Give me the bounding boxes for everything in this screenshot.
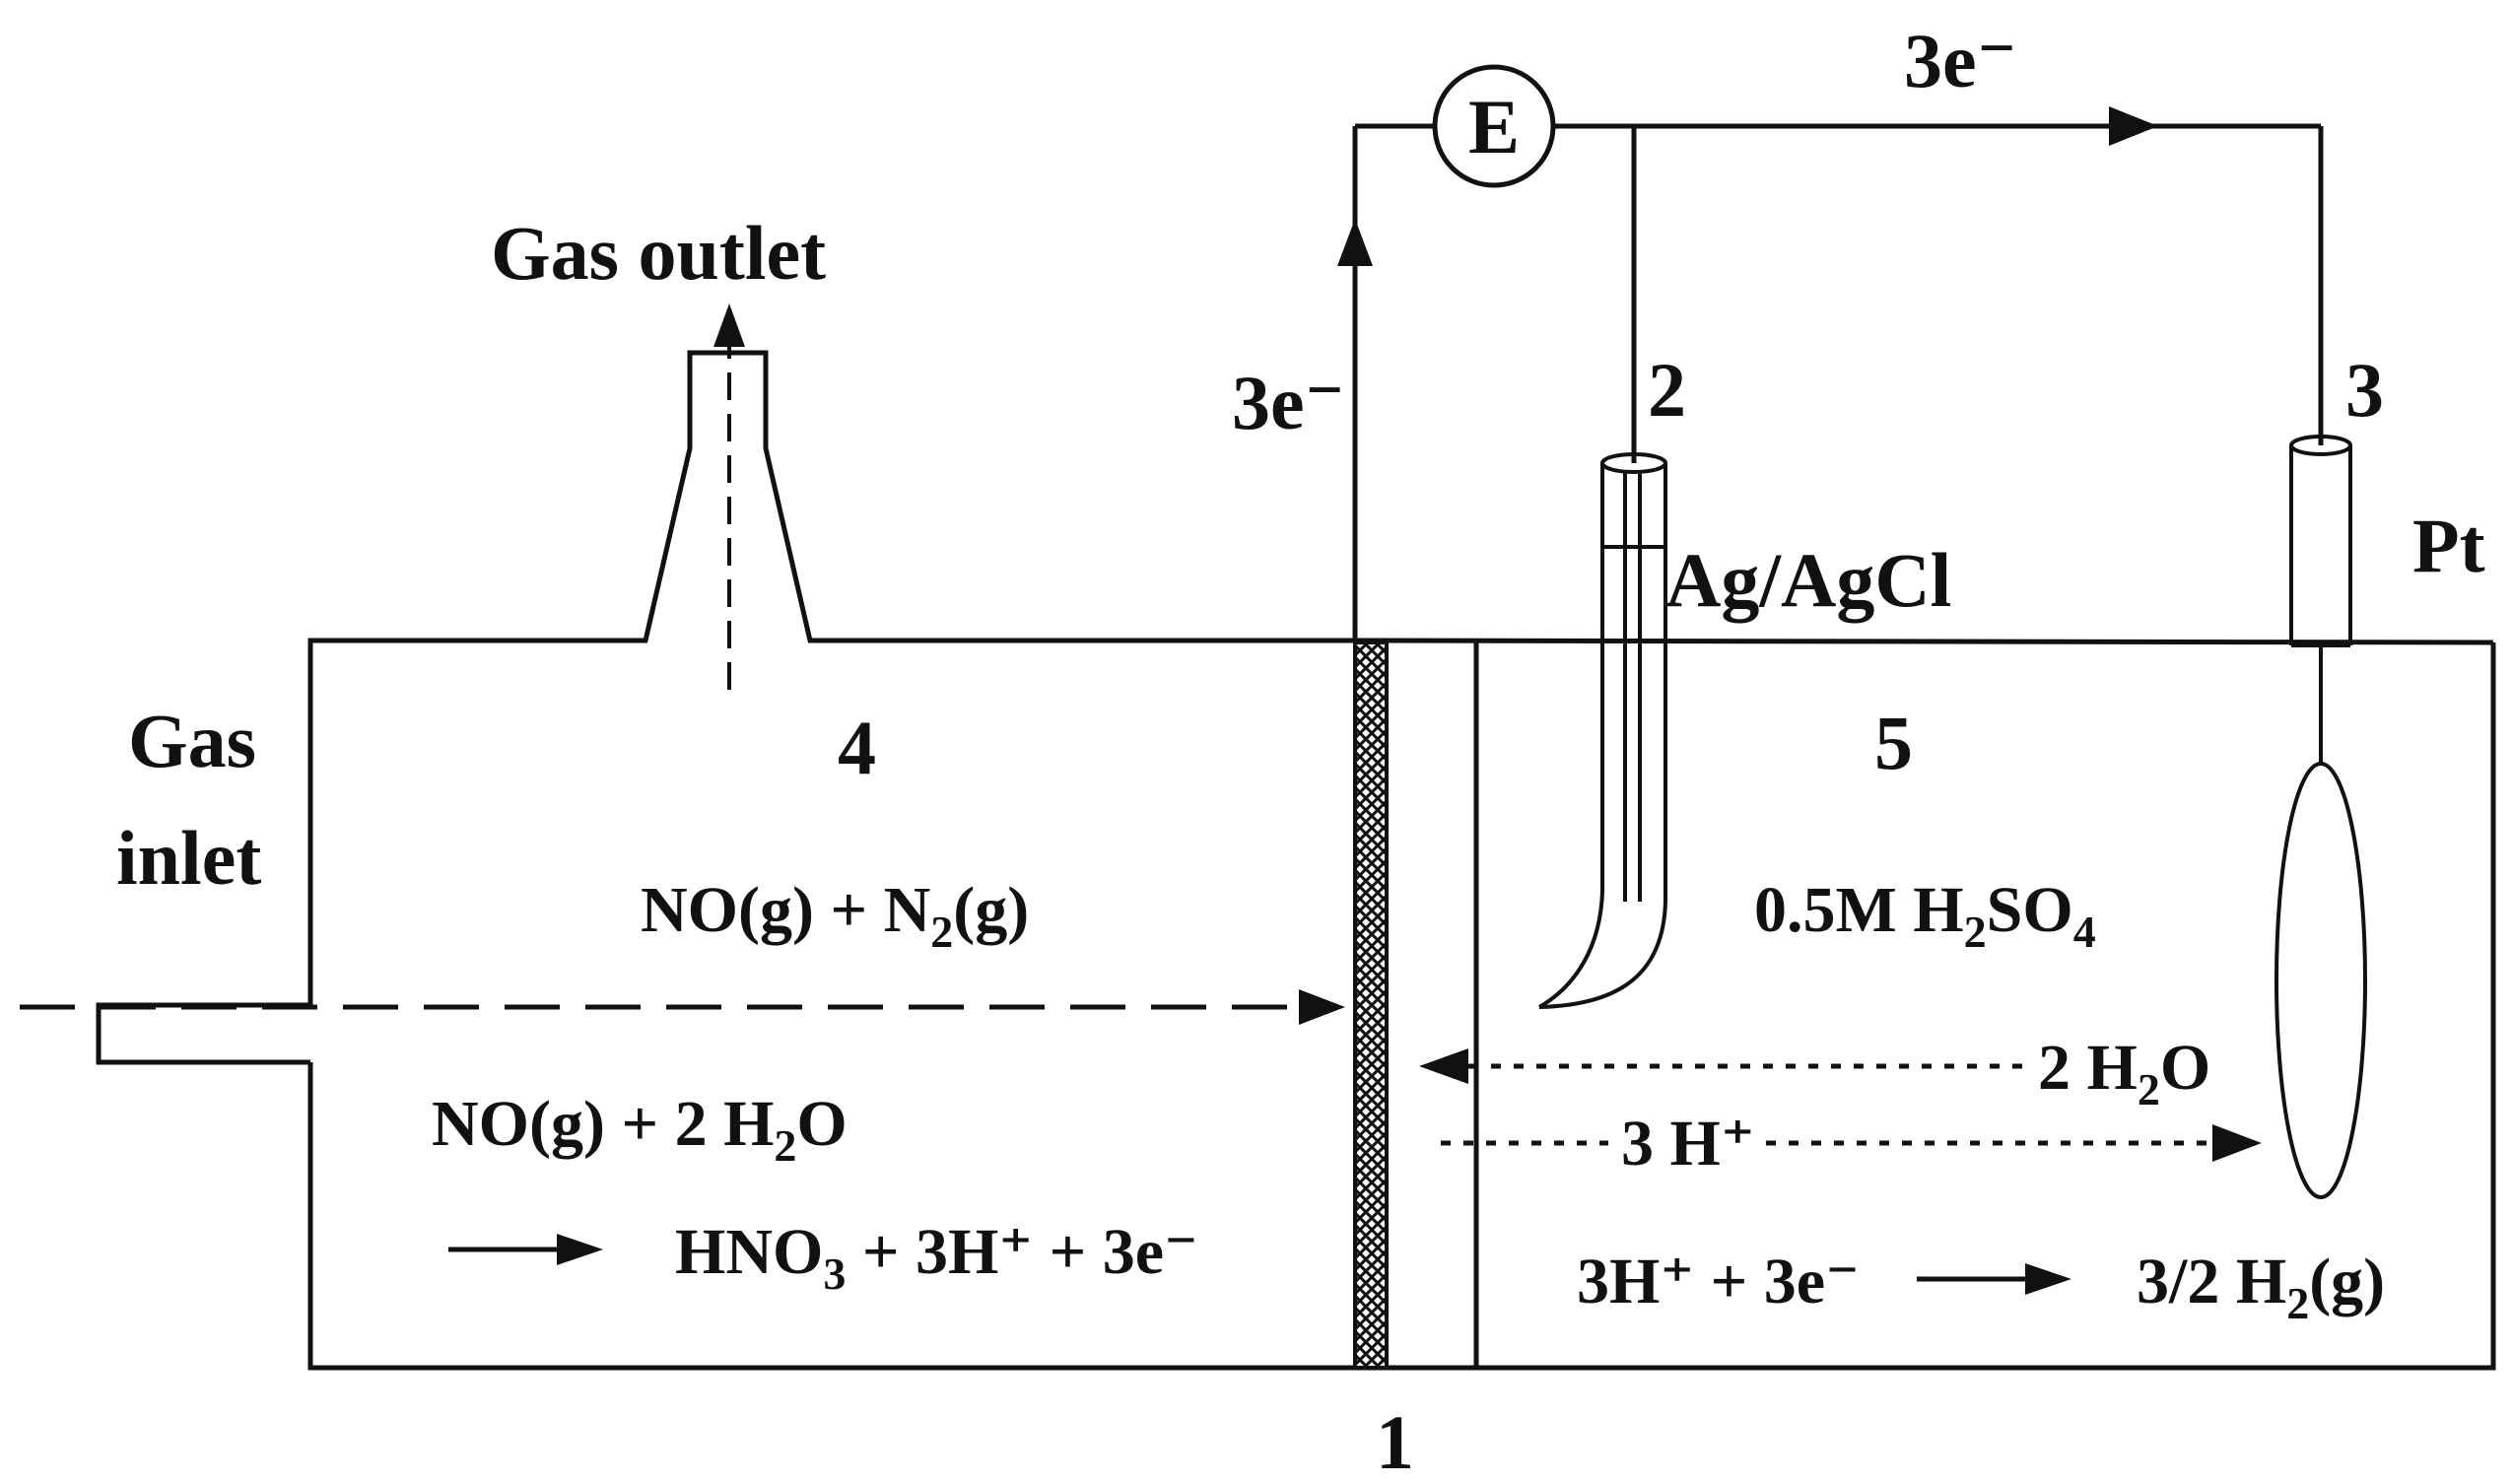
- cathode-reaction-arrowhead: [2025, 1263, 2071, 1295]
- anode-reaction-line1: NO(g) + 2 H2O: [432, 1088, 848, 1171]
- external-circuit: [1352, 123, 2324, 641]
- membrane-number: 1: [1376, 1399, 1414, 1484]
- electron-flow-arrowhead-left: [1337, 219, 1373, 266]
- cell-outline: [96, 350, 2496, 1371]
- reference-electrode-name: Ag/AgCl: [1665, 537, 1951, 623]
- electron-flow-arrowhead-top: [2109, 106, 2158, 146]
- reference-electrode: [1537, 452, 1667, 1009]
- membrane: [1353, 641, 1389, 1370]
- reference-electrode-number: 2: [1648, 347, 1686, 433]
- gas-inlet-label-line1: Gas: [128, 698, 256, 783]
- anode-chamber-number: 4: [838, 705, 876, 790]
- anode-reaction-line2: HNO3 + 3H⁺ + 3e⁻: [675, 1216, 1198, 1299]
- counter-electrode-name: Pt: [2412, 503, 2485, 588]
- anode-reaction-arrowhead: [557, 1234, 603, 1265]
- gas-inlet-label-line2: inlet: [116, 815, 261, 901]
- water-flux-label: 2 H2O: [2038, 1032, 2210, 1114]
- counter-electrode: [2274, 435, 2367, 1199]
- potentiostat-symbol-label: E: [1468, 84, 1520, 169]
- water-flux-arrowhead: [1419, 1048, 1468, 1084]
- gas-inlet-arrowhead: [1299, 989, 1345, 1025]
- electron-flow-label-left: 3e⁻: [1232, 360, 1345, 445]
- cathode-reaction-product: 3/2 H2(g): [2137, 1246, 2385, 1328]
- electron-flow-label-top: 3e⁻: [1904, 18, 2017, 103]
- cathode-chamber-number: 5: [1874, 700, 1913, 785]
- cathode-electrolyte: 0.5M H2SO4: [1754, 874, 2096, 957]
- potentiostat-symbol-circle: [1432, 64, 1556, 188]
- gas-outlet-label: Gas outlet: [491, 210, 826, 296]
- cathode-reaction-reactants: 3H⁺ + 3e⁻: [1577, 1246, 1860, 1317]
- proton-flux-arrowhead: [2212, 1124, 2262, 1162]
- proton-flux-label: 3 H⁺: [1621, 1108, 1755, 1180]
- counter-electrode-number: 3: [2345, 347, 2384, 433]
- anode-feed-gas: NO(g) + N2(g): [641, 874, 1029, 957]
- gas-outlet-arrowhead: [713, 304, 745, 347]
